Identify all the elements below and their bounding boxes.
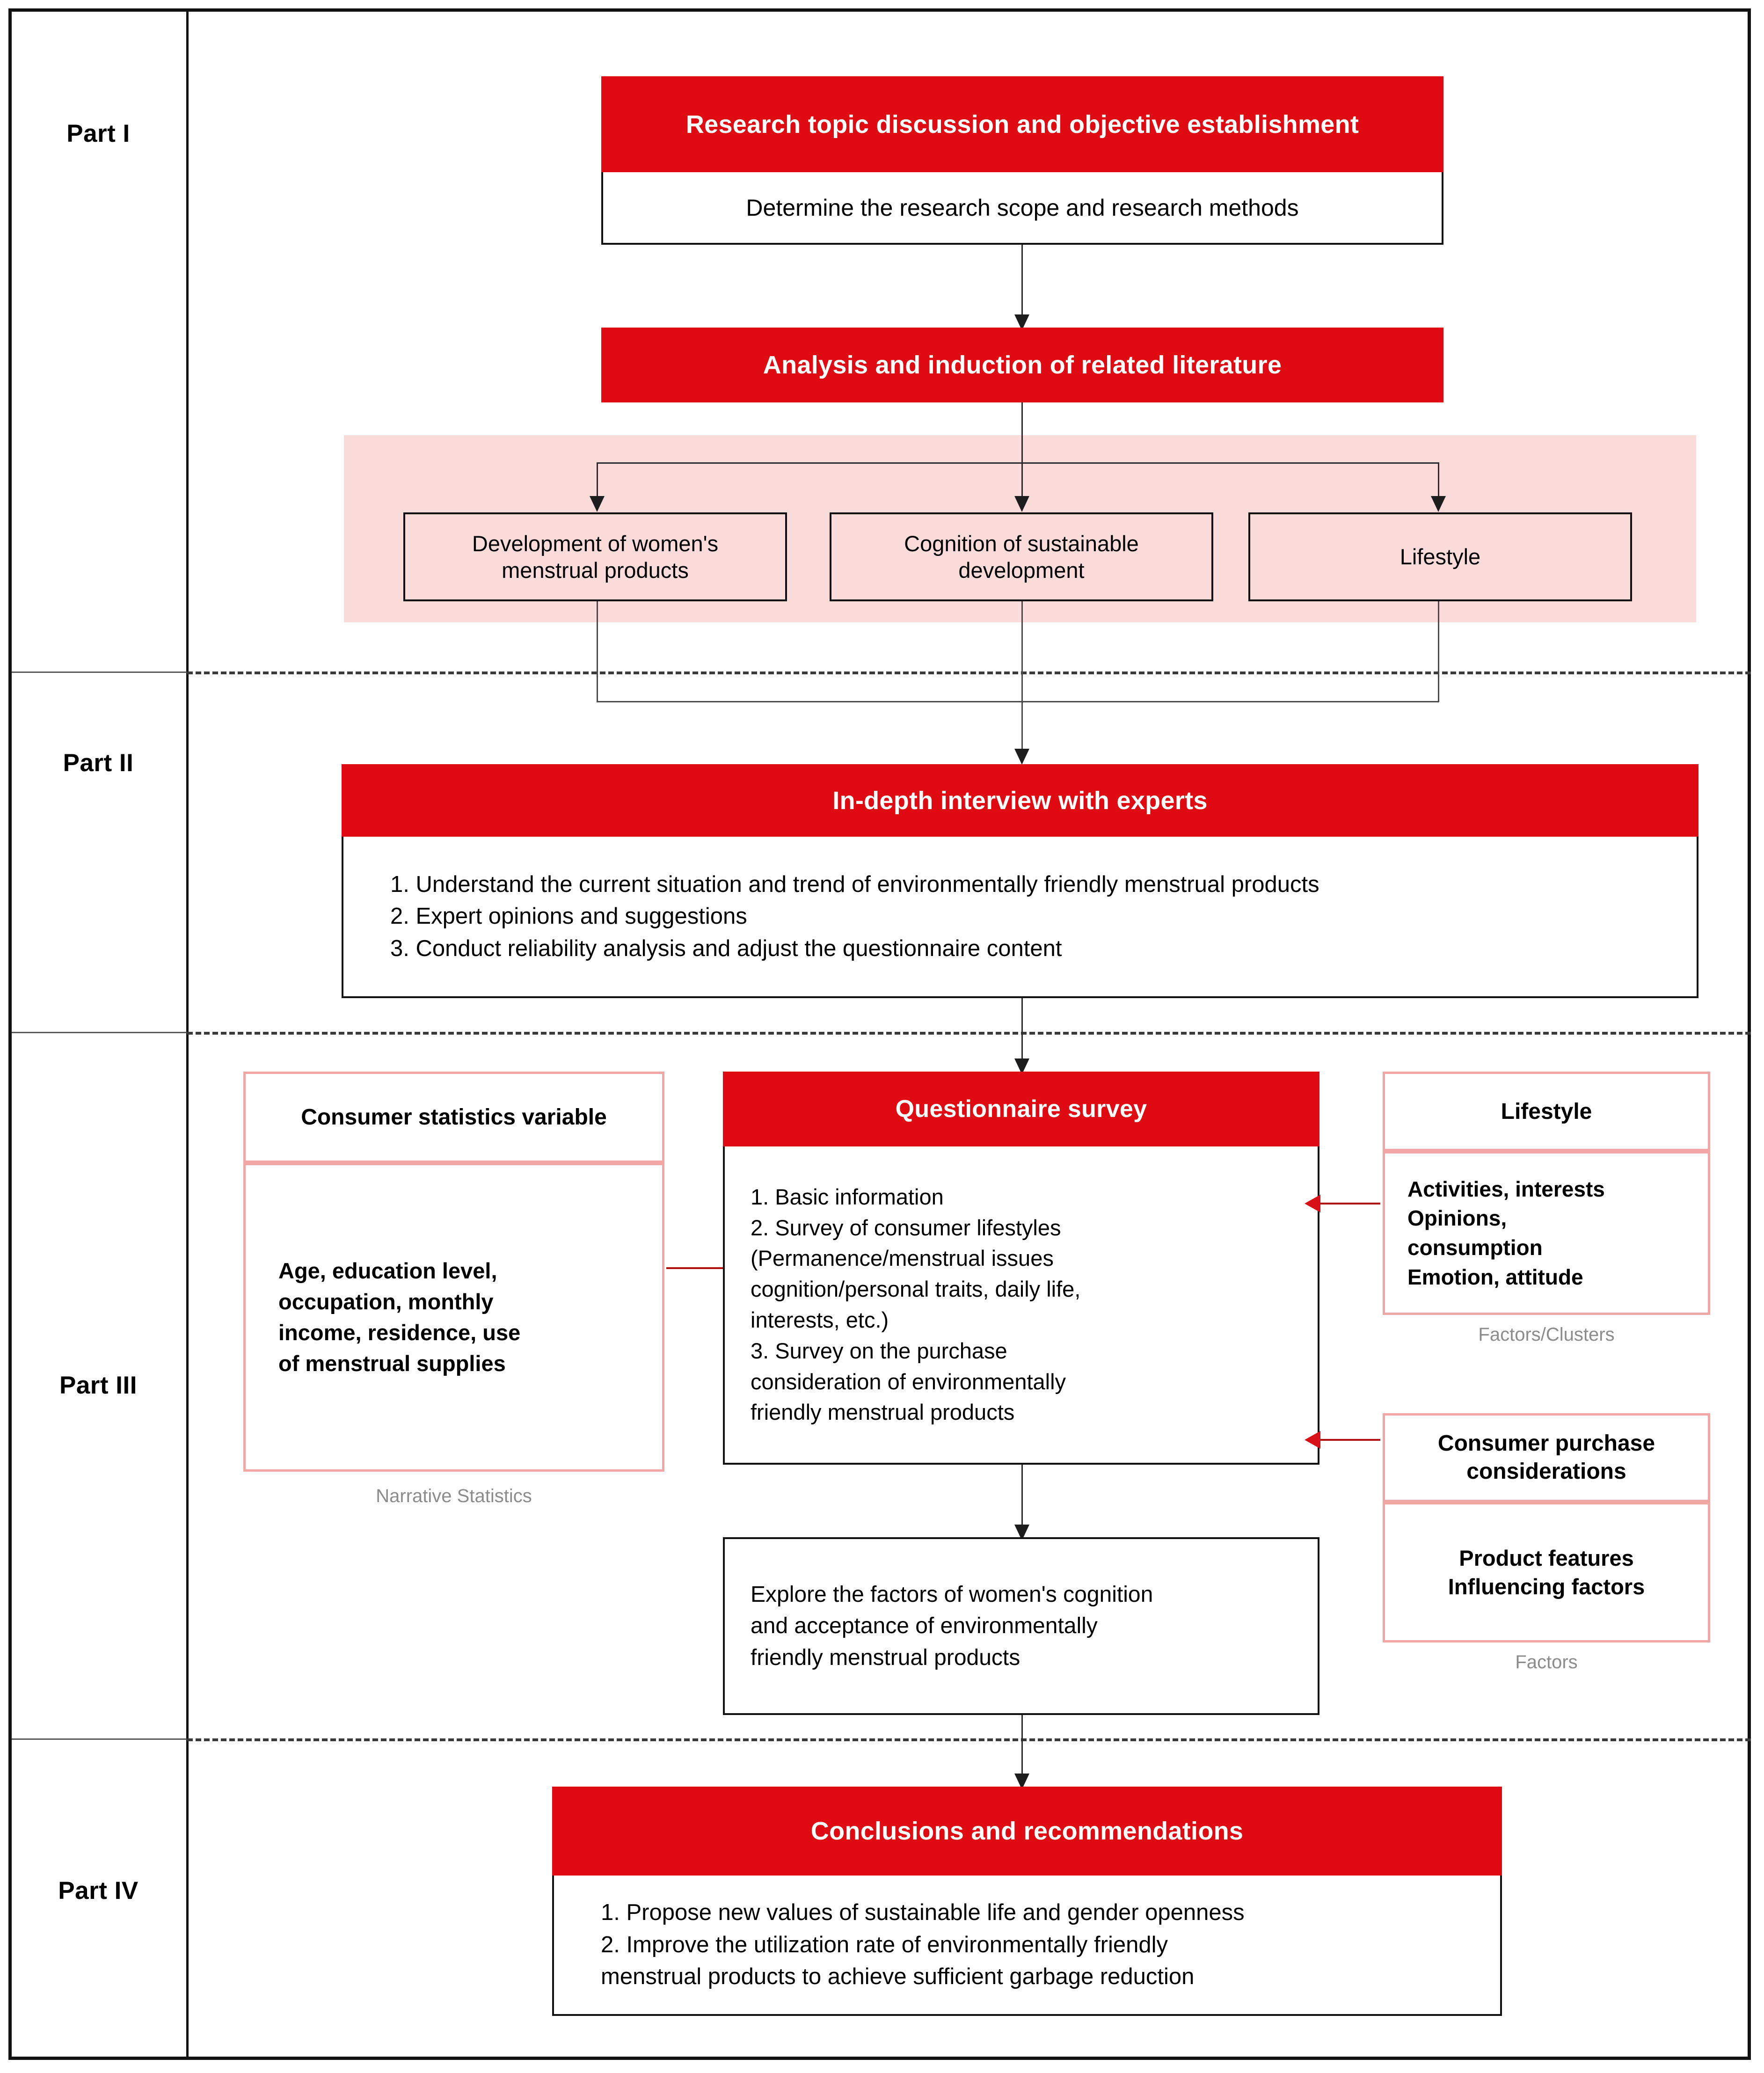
connector-explore-to-conclusion [1021,1715,1023,1783]
interview-box-items: 1. Understand the current situation and … [390,871,1319,961]
topic-box-header: Research topic discussion and objective … [601,76,1443,172]
purchase-considerations-title: Consumer purchase considerations [1437,1431,1655,1484]
branch-box-cognition: Cognition of sustainable development [830,512,1213,601]
arrowhead-purchase-to-questionnaire [1305,1431,1320,1449]
connector-branch-left-drop [597,462,598,504]
section-divider-3 [187,1738,1751,1741]
consumer-statistics-title-box: Consumer statistics variable [243,1072,664,1163]
part-label-4: Part IV [58,1877,138,1905]
part-rule-3 [12,1738,187,1740]
conclusion-box-body: 1. Propose new values of sustainable lif… [552,1876,1502,2016]
topic-box-body-text: Determine the research scope and researc… [746,194,1299,221]
questionnaire-box-body: 1. Basic information 2. Survey of consum… [723,1146,1319,1465]
connector-cognition-down [1021,601,1023,756]
section-divider-1 [187,672,1751,674]
connector-topic-to-literature [1021,245,1023,317]
branch-label-cognition: Cognition of sustainable development [904,531,1139,583]
connector-branch-right-drop [1438,462,1439,504]
part-label-3: Part III [59,1372,137,1399]
connector-lifestyle-down [1438,601,1439,702]
part-label-2: Part II [63,749,134,777]
arrowhead-branch-right [1431,496,1446,512]
part-rule-2 [12,1032,187,1033]
connector-interview-to-questionnaire [1021,998,1023,1066]
branch-box-development: Development of women's menstrual product… [403,512,787,601]
arrowhead-lifestyle-to-questionnaire [1305,1195,1320,1212]
arrowhead-branch-mid [1014,496,1029,512]
interview-box-header: In-depth interview with experts [342,764,1698,837]
part-rule-1 [12,672,187,673]
product-features-body-box: Product features Influencing factors [1383,1502,1710,1642]
interview-box-body: 1. Understand the current situation and … [342,837,1698,998]
arrowhead-into-interview [1014,749,1029,765]
consumer-statistics-body: Age, education level, occupation, monthl… [278,1258,521,1376]
questionnaire-box-items: 1. Basic information 2. Survey of consum… [751,1184,1081,1425]
conclusion-box-header: Conclusions and recommendations [552,1787,1502,1876]
consumer-statistics-body-box: Age, education level, occupation, monthl… [243,1163,664,1472]
connector-merge-bus [597,701,1439,702]
explore-factors-box: Explore the factors of women's cognition… [723,1537,1319,1715]
section-divider-2 [187,1032,1751,1035]
purchase-considerations-title-box: Consumer purchase considerations [1383,1413,1710,1502]
lifestyle-title: Lifestyle [1501,1099,1592,1124]
consumer-statistics-title: Consumer statistics variable [301,1105,607,1130]
lifestyle-title-box: Lifestyle [1383,1072,1710,1151]
conclusion-box-items: 1. Propose new values of sustainable lif… [601,1900,1245,1990]
literature-branch-band [344,435,1696,622]
topic-box-body: Determine the research scope and researc… [601,172,1443,245]
narrative-statistics-caption: Narrative Statistics [376,1486,532,1506]
factors-clusters-caption: Factors/Clusters [1478,1324,1615,1345]
connector-purchase-to-questionnaire [1319,1439,1380,1441]
arrowhead-branch-left [590,496,605,512]
part-label-1: Part I [66,120,130,147]
connector-branch-mid-drop [1021,462,1023,504]
connector-literature-down [1021,402,1023,463]
connector-statistics-to-questionnaire [666,1267,751,1269]
connector-lifestyle-to-questionnaire [1319,1203,1380,1204]
branch-box-lifestyle: Lifestyle [1248,512,1632,601]
explore-factors-text: Explore the factors of women's cognition… [751,1582,1153,1670]
lifestyle-body: Activities, interests Opinions, consumpt… [1407,1176,1605,1289]
connector-branch-bus [597,462,1439,464]
lifestyle-body-box: Activities, interests Opinions, consumpt… [1383,1151,1710,1315]
literature-box-header: Analysis and induction of related litera… [601,328,1443,402]
connector-questionnaire-to-explore [1021,1465,1023,1533]
questionnaire-box-header: Questionnaire survey [723,1072,1319,1146]
branch-label-lifestyle: Lifestyle [1400,544,1481,569]
branch-label-development: Development of women's menstrual product… [472,531,719,583]
connector-development-down [597,601,598,702]
product-features-body: Product features Influencing factors [1448,1545,1645,1599]
factors-caption: Factors [1515,1652,1578,1672]
